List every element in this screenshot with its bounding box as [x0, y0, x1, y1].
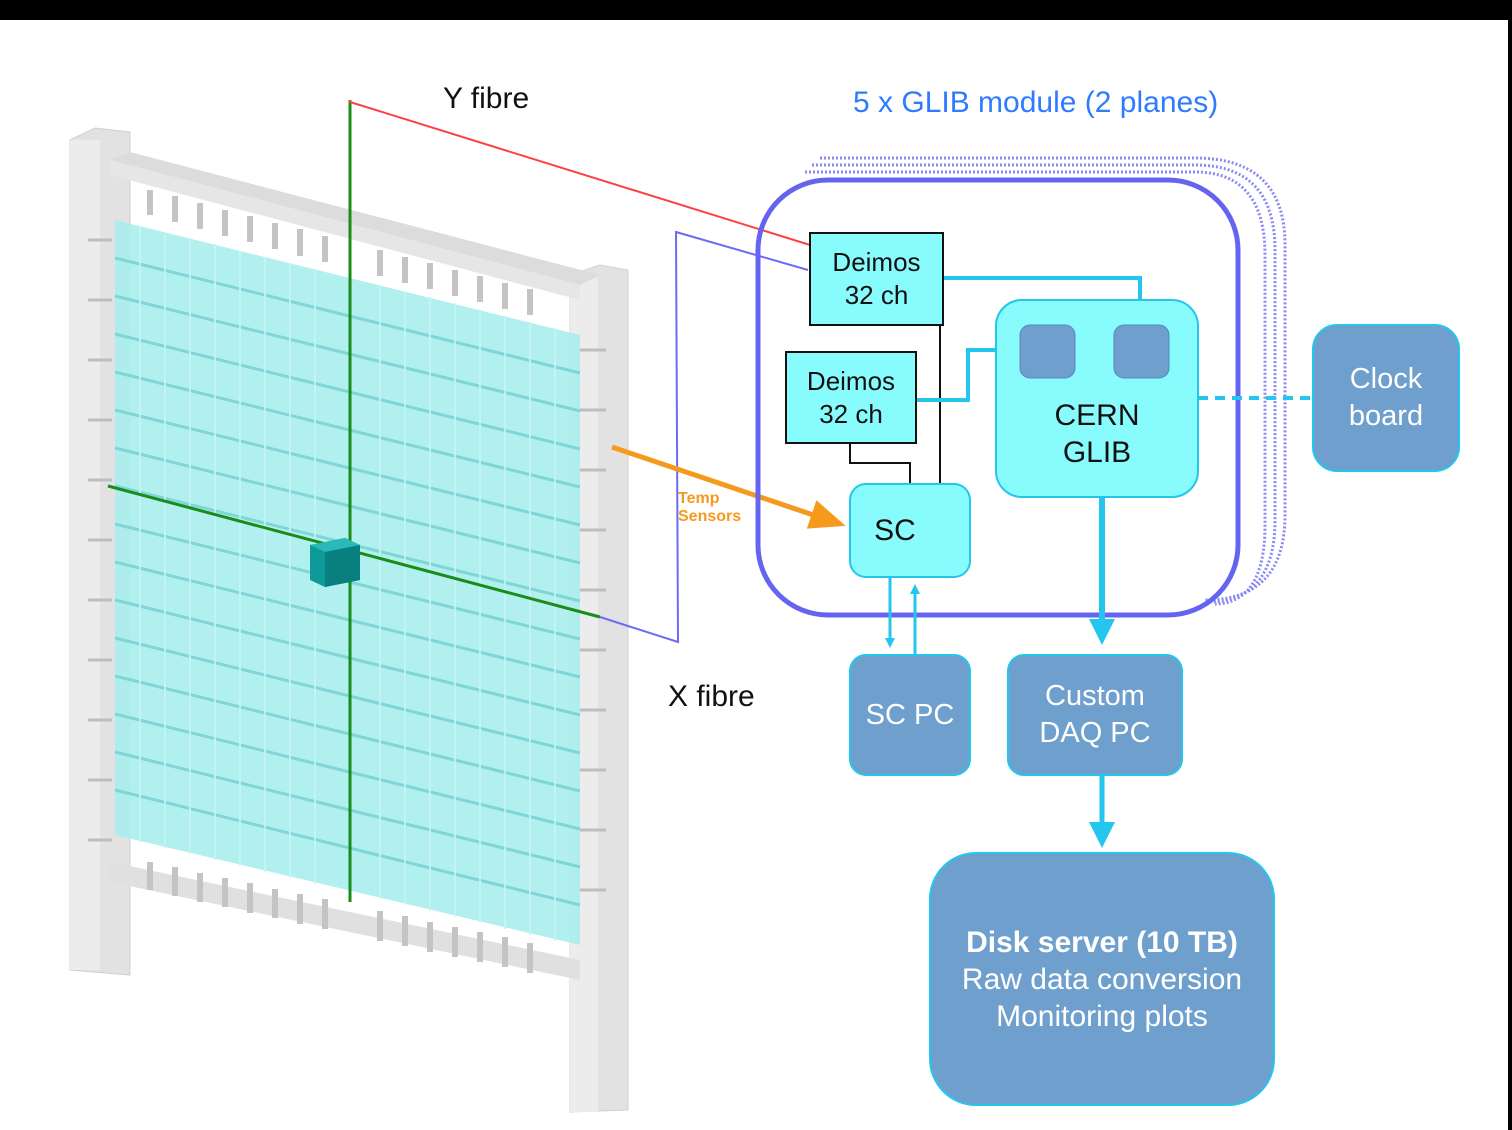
- daq-pc-text: Custom DAQ PC: [1008, 655, 1182, 775]
- sc-pc-box: [849, 654, 971, 776]
- clock-board-line1: Clock: [1349, 363, 1423, 395]
- disk-server-text: Disk server (10 TB) Raw data conversion …: [930, 853, 1274, 1105]
- glib-chip-right: [1113, 324, 1170, 379]
- disk-server-line2: Raw data conversion: [961, 962, 1243, 996]
- disk-server-title: Disk server (10 TB): [966, 925, 1238, 959]
- deimos-top-box: [809, 232, 944, 326]
- daq-pc-line2: DAQ PC: [1039, 717, 1151, 749]
- temp-sensors-line1: Temp: [678, 490, 720, 507]
- cern-glib-line2: GLIB: [1062, 436, 1132, 469]
- clock-board-box: [1312, 324, 1460, 472]
- disk-server-line3: Monitoring plots: [996, 999, 1208, 1033]
- deimos-bottom-line2: 32 ch: [819, 398, 883, 429]
- clock-board-line2: board: [1348, 400, 1424, 432]
- cern-glib-line1: CERN: [1054, 399, 1140, 432]
- disk-server-box: [929, 852, 1275, 1106]
- temp-sensor-arrow: [611, 444, 846, 529]
- sc-pc-text: SC PC: [850, 655, 970, 775]
- sc-text: SC: [850, 484, 940, 577]
- top-black-bar: [0, 0, 1512, 20]
- x-fibre-line: [599, 230, 809, 644]
- deimos-bottom-line1: Deimos: [806, 365, 896, 396]
- deimos-bottom-sc-wire: [849, 443, 911, 485]
- deimos-top-line2: 32 ch: [844, 280, 909, 310]
- deimos-top-text: Deimos 32 ch: [810, 233, 943, 325]
- x-fibre-label: X fibre: [668, 680, 755, 713]
- deimos-bottom-text: Deimos 32 ch: [786, 352, 916, 443]
- glib-module-label: 5 x GLIB module (2 planes): [853, 86, 1219, 119]
- daq-pc-box: [1007, 654, 1183, 776]
- y-fibre-line: [349, 100, 811, 246]
- cern-glib-text: CERN GLIB: [996, 392, 1198, 476]
- detector-cube: [310, 538, 360, 587]
- sc-box: [849, 483, 971, 578]
- deimos-top-line1: Deimos: [832, 247, 921, 277]
- deimos-bottom-box: [785, 351, 917, 444]
- sc-label: SC: [874, 513, 916, 547]
- y-fibre-label: Y fibre: [443, 82, 530, 115]
- right-black-bar: [1508, 0, 1512, 1130]
- temp-sensors-line2: Sensors: [678, 508, 742, 525]
- deimos-bottom-glib-link: [916, 348, 1020, 402]
- temp-sensors-label: Temp Sensors: [678, 490, 741, 526]
- sc-pc-label: SC PC: [865, 698, 955, 731]
- glib-chip-left: [1019, 324, 1076, 379]
- clock-board-text: Clock board: [1313, 325, 1459, 471]
- daq-pc-line1: Custom: [1045, 680, 1145, 712]
